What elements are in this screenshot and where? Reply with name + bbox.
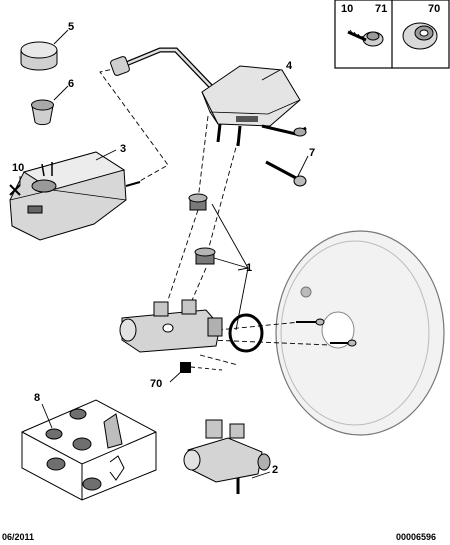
callout-6: 6: [68, 78, 75, 90]
callout-7: 7: [309, 147, 316, 159]
callout-70: 70: [150, 378, 163, 390]
reservoir-cap: [20, 41, 58, 71]
callout-3: 3: [120, 143, 127, 155]
callout-2: 2: [272, 464, 279, 476]
abs-modulator: [201, 65, 307, 147]
flange-nut-icon: [402, 22, 438, 50]
fluid-reservoir: [9, 151, 141, 241]
fastener-inset-box: [334, 0, 450, 69]
footer-date: 06/2011: [2, 532, 35, 542]
footer-reference: 00006596: [396, 532, 437, 542]
callout-leaders: [19, 29, 309, 479]
seal-lower: [194, 247, 216, 265]
brake-pipe: [110, 47, 222, 98]
inset-label-71: 71: [375, 3, 388, 15]
brake-cylinder: [183, 419, 271, 494]
strainer: [31, 99, 54, 126]
seal-kit-box: [21, 399, 157, 501]
callout-4: 4: [286, 60, 293, 72]
callout-10: 10: [12, 162, 25, 174]
x-marker-icon: [9, 184, 21, 196]
callout-8: 8: [34, 392, 41, 404]
master-cylinder: [119, 299, 223, 353]
square-marker-icon: [180, 362, 191, 373]
brake-booster: [275, 230, 445, 436]
screw-icon: [347, 29, 384, 47]
mounting-bolt: [265, 160, 307, 187]
inset-label-10: 10: [341, 3, 354, 15]
booster-studs: [296, 318, 357, 347]
inset-label-70: 70: [428, 3, 441, 15]
o-ring: [228, 313, 264, 353]
callout-1: 1: [246, 262, 253, 274]
callout-5: 5: [68, 21, 75, 33]
seal-upper: [188, 193, 208, 211]
